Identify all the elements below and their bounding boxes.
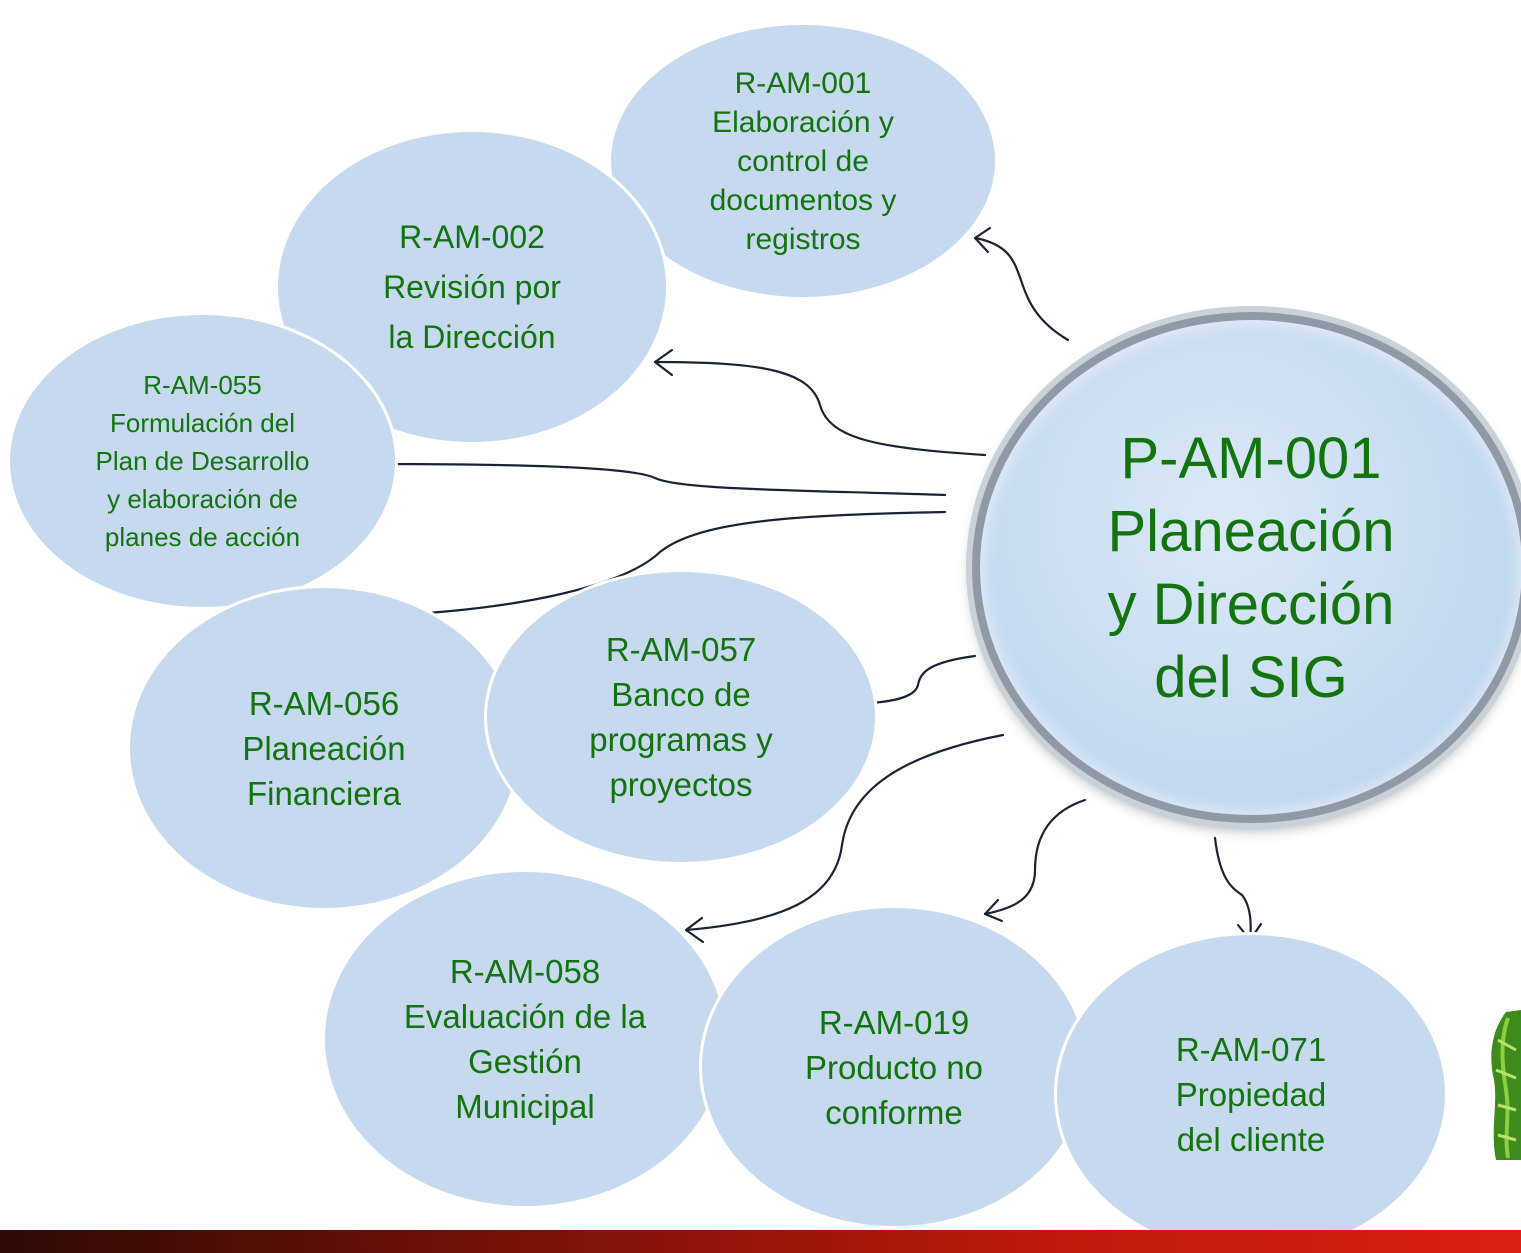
node-line: R-AM-001: [734, 66, 872, 100]
center-line: Planeación: [1107, 498, 1395, 564]
node-line: R-AM-019: [818, 1003, 970, 1041]
node-line: R-AM-055: [143, 370, 262, 400]
connector-r-am-002: [653, 360, 987, 457]
node-r-am-055[interactable]: R-AM-055 Formulación del Plan de Desarro…: [10, 315, 395, 607]
node-line: R-AM-002: [399, 219, 545, 255]
node-line: R-AM-057: [605, 631, 757, 668]
node-line: Municipal: [455, 1088, 595, 1125]
node-line: conforme: [825, 1093, 963, 1131]
connector-r-am-058: [684, 733, 1005, 932]
node-line: Propiedad: [1175, 1075, 1327, 1113]
node-line: del cliente: [1176, 1120, 1326, 1158]
node-line: Revisión por: [383, 269, 561, 305]
node-line: Elaboración y: [712, 105, 894, 139]
node-line: Banco de: [611, 676, 751, 713]
node-line: y elaboración de: [107, 484, 298, 514]
node-line: control de: [737, 144, 869, 178]
node-line: programas y: [589, 721, 773, 758]
connector-r-am-056: [366, 510, 947, 618]
bottom-decorative-band: [0, 1230, 1521, 1253]
node-line: R-AM-058: [449, 953, 601, 990]
node-line: Gestión: [468, 1043, 582, 1080]
center-line: y Dirección: [1107, 571, 1395, 637]
connector-r-am-071: [1213, 836, 1252, 942]
node-line: la Dirección: [388, 319, 556, 355]
node-line: Formulación del: [110, 408, 295, 438]
node-r-am-019[interactable]: R-AM-019 Producto no conforme: [702, 908, 1086, 1226]
node-line: planes de acción: [104, 522, 301, 552]
connector-r-am-057: [850, 654, 977, 706]
node-line: R-AM-071: [1175, 1030, 1327, 1068]
center-node-p-am-001[interactable]: P-AM-001 Planeación y Dirección del SIG: [972, 312, 1521, 823]
node-line: Planeación: [242, 729, 406, 767]
node-line: documentos y: [709, 183, 897, 217]
node-line: proyectos: [609, 766, 753, 803]
arrowhead-r-am-058: [684, 916, 705, 944]
node-r-am-071[interactable]: R-AM-071 Propiedad del cliente: [1057, 935, 1445, 1253]
node-line: R-AM-056: [248, 684, 400, 722]
node-r-am-001[interactable]: R-AM-001 Elaboración y control de docume…: [611, 25, 995, 297]
connector-r-am-019: [983, 798, 1087, 916]
arrowhead-r-am-002: [653, 348, 674, 377]
node-r-am-057[interactable]: R-AM-057 Banco de programas y proyectos: [487, 572, 875, 862]
node-line: Producto no: [805, 1048, 983, 1086]
center-line: del SIG: [1154, 644, 1348, 710]
node-line: Financiera: [246, 774, 402, 812]
node-r-am-058[interactable]: R-AM-058 Evaluación de la Gestión Munici…: [325, 872, 725, 1206]
node-line: registros: [745, 222, 861, 256]
center-line: P-AM-001: [1120, 425, 1382, 491]
node-r-am-056[interactable]: R-AM-056 Planeación Financiera: [130, 588, 518, 908]
connector-r-am-001: [973, 236, 1070, 342]
node-line: Plan de Desarrollo: [95, 446, 310, 476]
arrowhead-r-am-019: [983, 898, 1004, 923]
leaf-decoration-icon: [1491, 1010, 1521, 1160]
connector-r-am-055: [368, 462, 947, 497]
node-line: Evaluación de la: [403, 998, 647, 1035]
arrowhead-r-am-001: [973, 226, 992, 254]
